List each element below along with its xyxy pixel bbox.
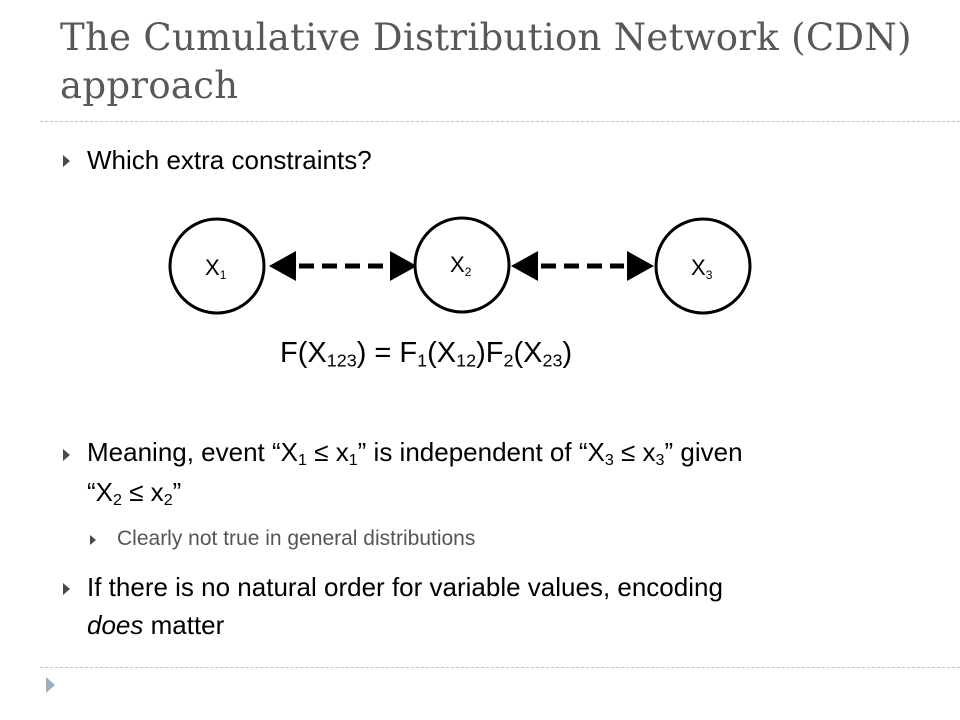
- bullet-which-extra-constraints: Which extra constraints?: [87, 145, 372, 175]
- node-x2-label: X2: [450, 252, 472, 279]
- arrowhead-right-icon: [627, 251, 654, 281]
- footer-divider: [40, 667, 960, 668]
- bullet-arrow-icon: [63, 155, 70, 167]
- edge-x2-x3: [511, 251, 654, 281]
- bullet-arrow-icon: [63, 583, 70, 595]
- bullet-meaning-line1: Meaning, event “X1 ≤ x1” is independent …: [87, 437, 743, 470]
- node-x1-label: X1: [205, 255, 227, 282]
- footer-arrow-icon: [46, 677, 55, 693]
- bullet-arrow-icon: [63, 449, 70, 461]
- node-x2: [413, 216, 511, 314]
- sub-bullet-not-true: Clearly not true in general distribution…: [117, 527, 476, 550]
- slide-title: The Cumulative Distribution Network (CDN…: [60, 16, 912, 107]
- sub-bullet-arrow-icon: [90, 535, 96, 545]
- edge-x1-x2: [269, 251, 417, 281]
- arrowhead-left-icon: [269, 251, 296, 281]
- node-x3-label: X3: [691, 255, 713, 282]
- arrowhead-left-icon: [511, 251, 538, 281]
- bullet-meaning-line2: “X2 ≤ x2”: [87, 477, 182, 510]
- arrowhead-right-icon: [390, 251, 417, 281]
- node-x1: [168, 217, 266, 315]
- node-x3: [654, 217, 752, 315]
- bullet-no-natural-order-line1: If there is no natural order for variabl…: [87, 572, 723, 602]
- title-divider: [40, 121, 960, 122]
- bullet-no-natural-order-line2: does matter: [87, 610, 225, 640]
- factorization-formula: F(X123) = F1(X12)F2(X23): [280, 337, 573, 371]
